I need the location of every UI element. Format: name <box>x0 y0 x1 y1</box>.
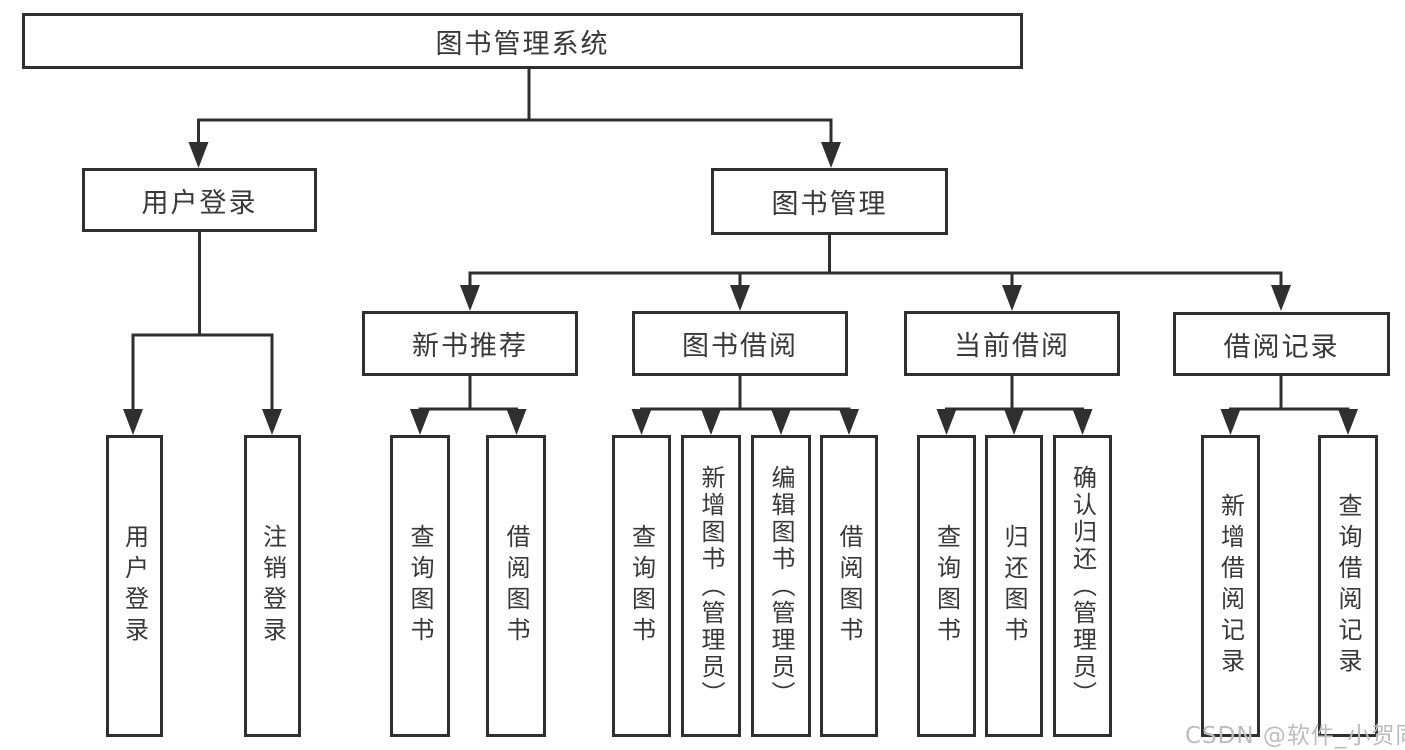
leaf-label: 查询借阅记录 <box>1334 493 1362 679</box>
node-label: 用户登录 <box>141 187 258 219</box>
node-label: 图书管理系统 <box>435 28 610 60</box>
leaf-borrow-books: 借阅图书 <box>820 435 878 737</box>
arrow-down-icon <box>631 409 652 435</box>
node-user-login: 用户登录 <box>82 168 317 232</box>
leaf-label: 新增图书（管理员） <box>697 464 725 708</box>
arrow-down-icon <box>1072 409 1093 435</box>
node-borrow-records: 借阅记录 <box>1173 312 1390 376</box>
arrow-down-icon <box>410 409 430 435</box>
arrow-down-icon <box>839 409 859 435</box>
node-book-management: 图书管理 <box>711 168 948 235</box>
leaf-confirm-return-admin: 确认归还（管理员） <box>1053 435 1112 737</box>
arrow-down-icon <box>1220 409 1241 435</box>
arrow-down-icon <box>460 285 480 311</box>
arrow-down-icon <box>1004 409 1024 435</box>
arrow-down-icon <box>936 409 957 435</box>
arrow-down-icon <box>1271 285 1291 311</box>
leaf-label: 确认归还（管理员） <box>1068 464 1097 708</box>
leaf-label: 借阅图书 <box>835 524 863 648</box>
node-label: 新书推荐 <box>412 331 528 362</box>
arrow-down-icon <box>821 142 841 168</box>
leaf-query-borrow-record: 查询借阅记录 <box>1318 435 1378 737</box>
node-new-book-recommend: 新书推荐 <box>362 311 578 376</box>
node-book-borrow: 图书借阅 <box>632 311 848 376</box>
node-library-management-system: 图书管理系统 <box>22 13 1023 69</box>
leaf-label: 注销登录 <box>258 524 287 648</box>
connector-lines <box>131 67 1350 413</box>
leaf-add-books-admin: 新增图书（管理员） <box>681 435 741 737</box>
leaf-label: 借阅图书 <box>502 524 530 648</box>
leaf-add-borrow-record: 新增借阅记录 <box>1201 435 1260 737</box>
arrow-down-icon <box>1002 285 1022 311</box>
node-label: 当前借阅 <box>954 331 1070 362</box>
leaf-edit-books-admin: 编辑图书（管理员） <box>751 435 811 737</box>
node-label: 图书借阅 <box>682 331 798 362</box>
arrow-down-icon <box>123 409 143 435</box>
leaf-label: 查询图书 <box>932 524 961 648</box>
leaf-return-books: 归还图书 <box>985 435 1043 737</box>
leaf-label: 用户登录 <box>120 524 149 648</box>
leaf-label: 新增借阅记录 <box>1216 493 1245 679</box>
leaf-label: 查询图书 <box>627 524 656 648</box>
arrow-down-icon <box>730 285 750 311</box>
arrow-down-icon <box>262 409 282 435</box>
leaf-query-books-recommend: 查询图书 <box>390 435 450 737</box>
arrow-down-icon <box>701 409 721 435</box>
node-current-borrow: 当前借阅 <box>904 311 1120 376</box>
node-label: 图书管理 <box>771 189 888 220</box>
arrow-down-icon <box>1338 409 1358 435</box>
arrow-down-icon <box>506 409 527 435</box>
arrowheads <box>123 142 1358 435</box>
leaf-query-books-borrow: 查询图书 <box>612 435 671 737</box>
node-label: 借阅记录 <box>1223 331 1340 363</box>
leaf-label: 归还图书 <box>1000 524 1028 648</box>
csdn-watermark: CSDN @软件_小贺同学 <box>1185 723 1405 749</box>
leaf-label: 查询图书 <box>406 524 434 648</box>
leaf-user-login: 用户登录 <box>106 435 163 737</box>
leaf-query-books-current: 查询图书 <box>917 435 976 737</box>
leaf-logout: 注销登录 <box>244 435 301 737</box>
leaf-borrow-books-recommend: 借阅图书 <box>486 435 546 737</box>
arrow-down-icon <box>188 142 209 168</box>
leaf-label: 编辑图书（管理员） <box>767 464 795 708</box>
arrow-down-icon <box>771 409 791 435</box>
